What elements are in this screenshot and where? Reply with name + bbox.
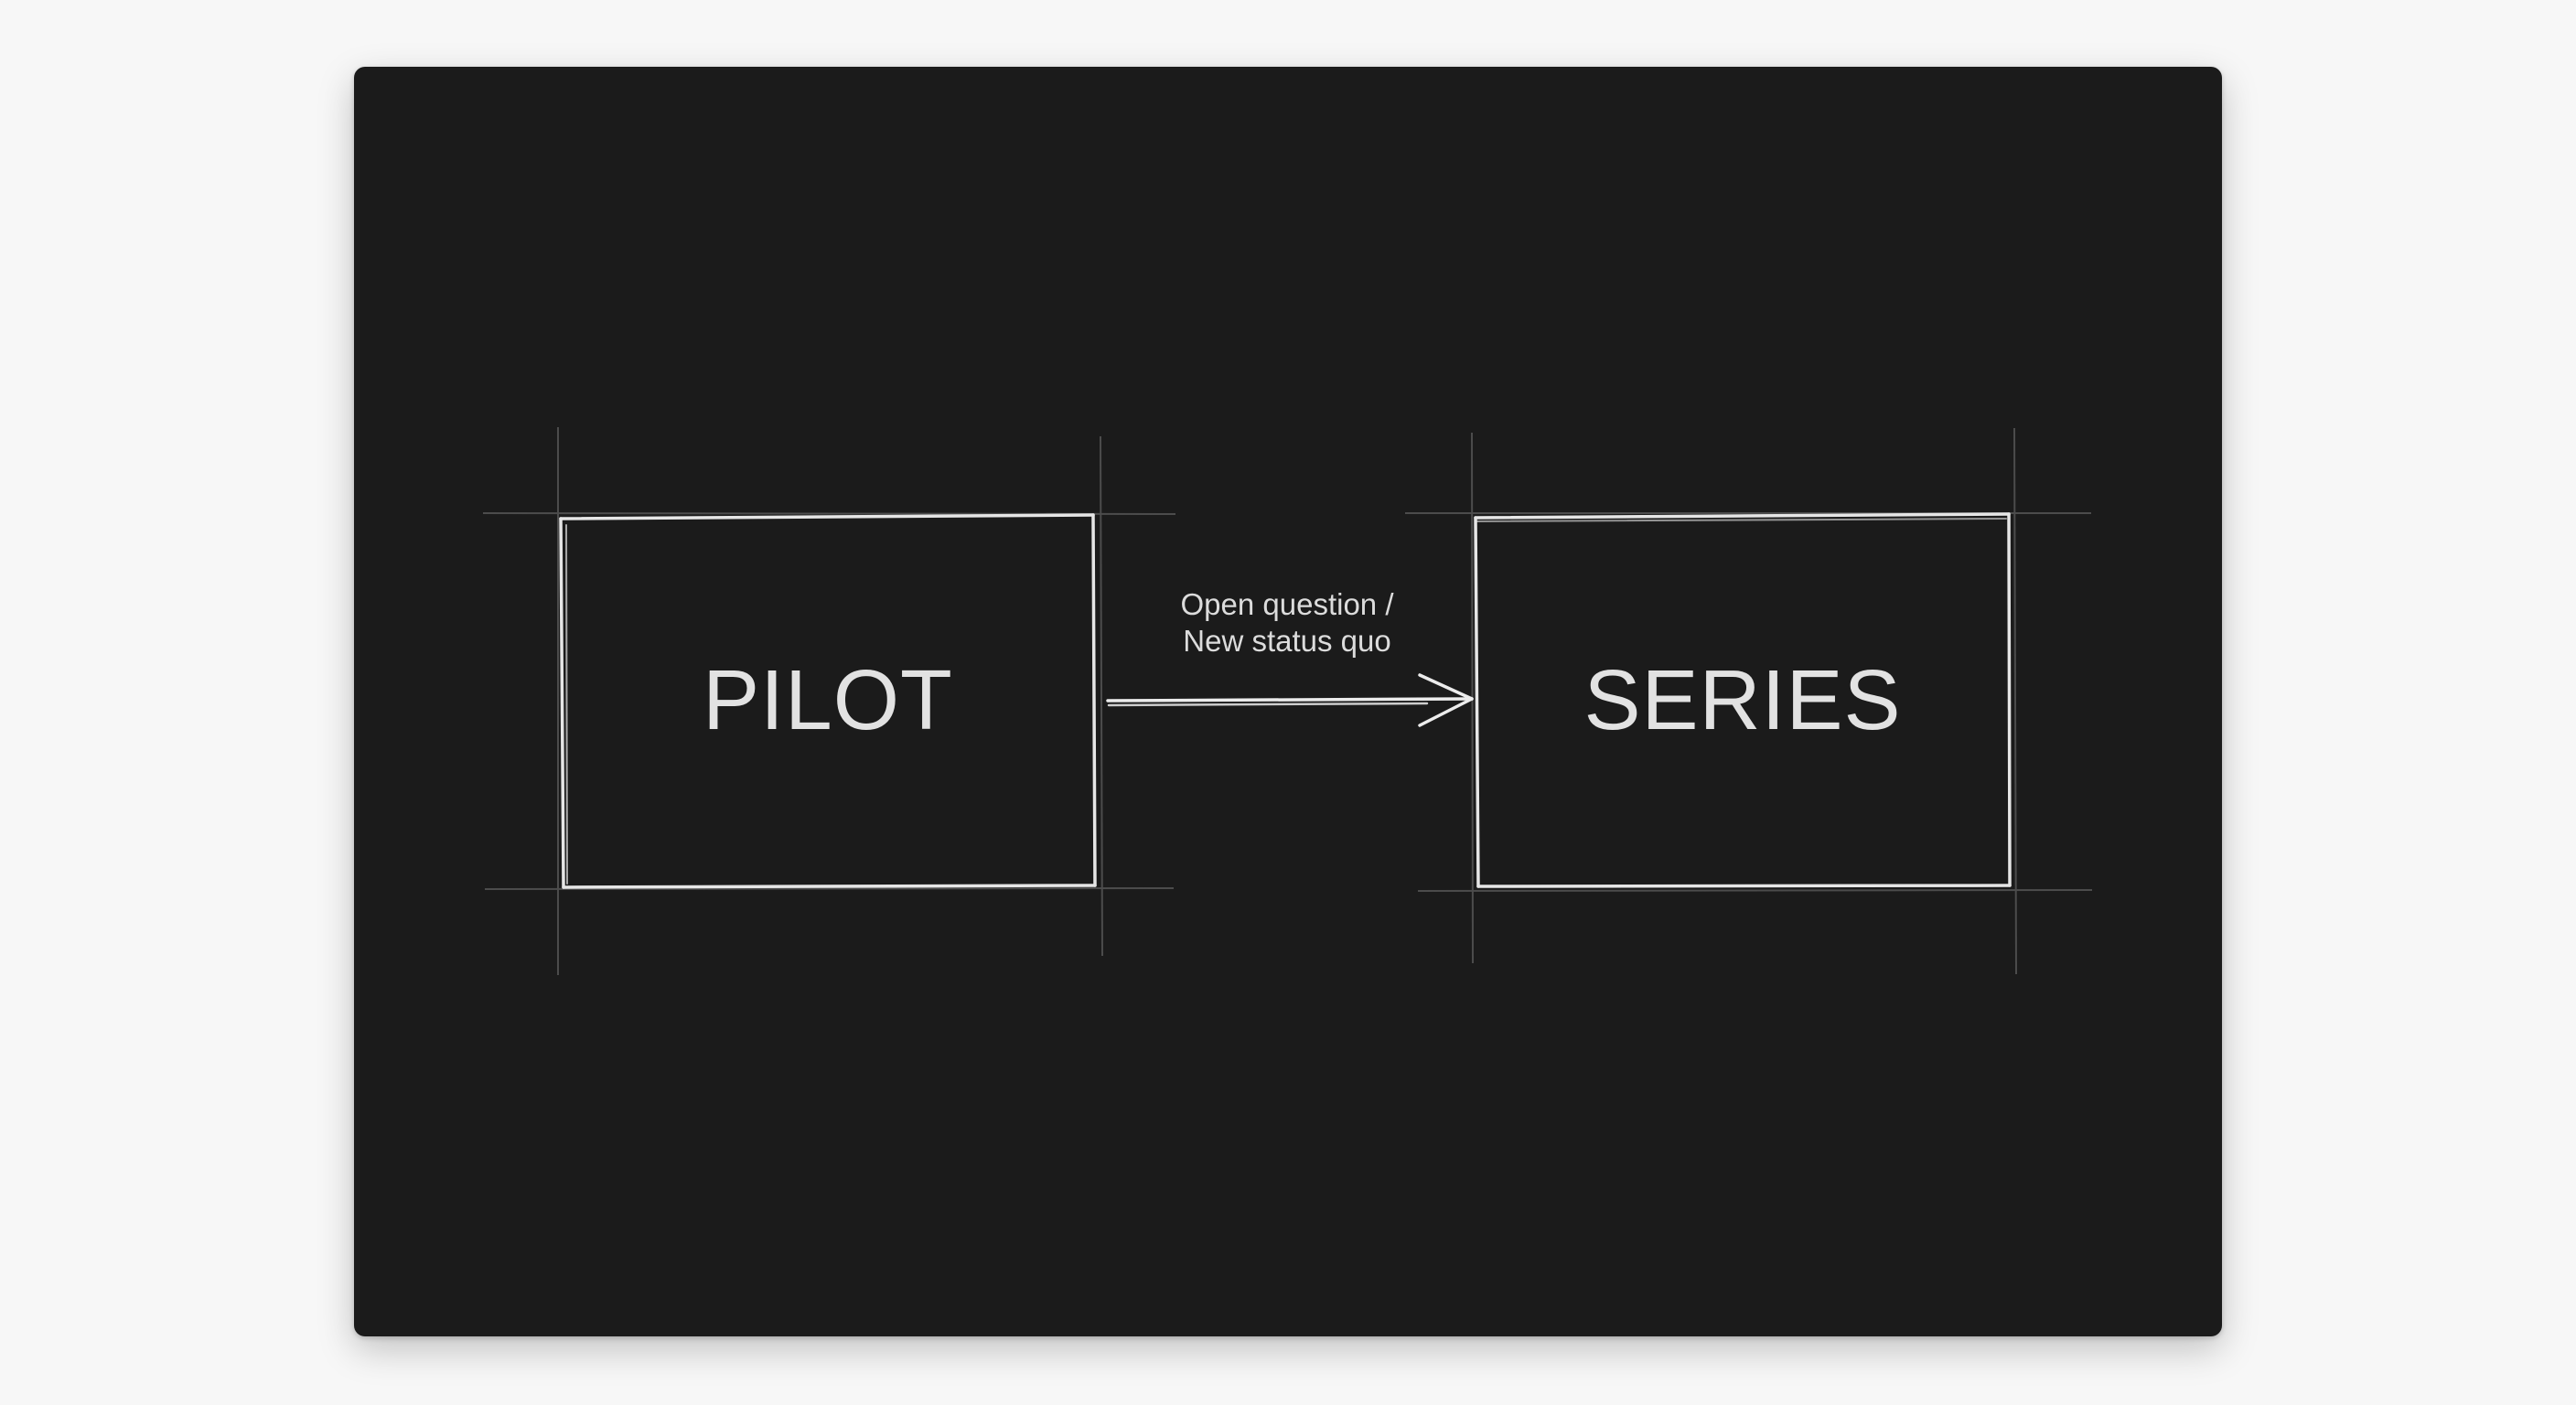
node-pilot-label: PILOT bbox=[703, 652, 953, 747]
edge-label-line1: Open question / bbox=[1180, 587, 1394, 621]
node-series-label: SERIES bbox=[1583, 652, 1902, 747]
pilot-box bbox=[559, 513, 1097, 889]
edge-label-line2: New status quo bbox=[1183, 624, 1391, 658]
series-box bbox=[1474, 512, 2012, 888]
edge-label: Open question / New status quo bbox=[1104, 586, 1470, 660]
diagram-card bbox=[354, 67, 2222, 1336]
arrow-icon bbox=[1106, 673, 1474, 727]
